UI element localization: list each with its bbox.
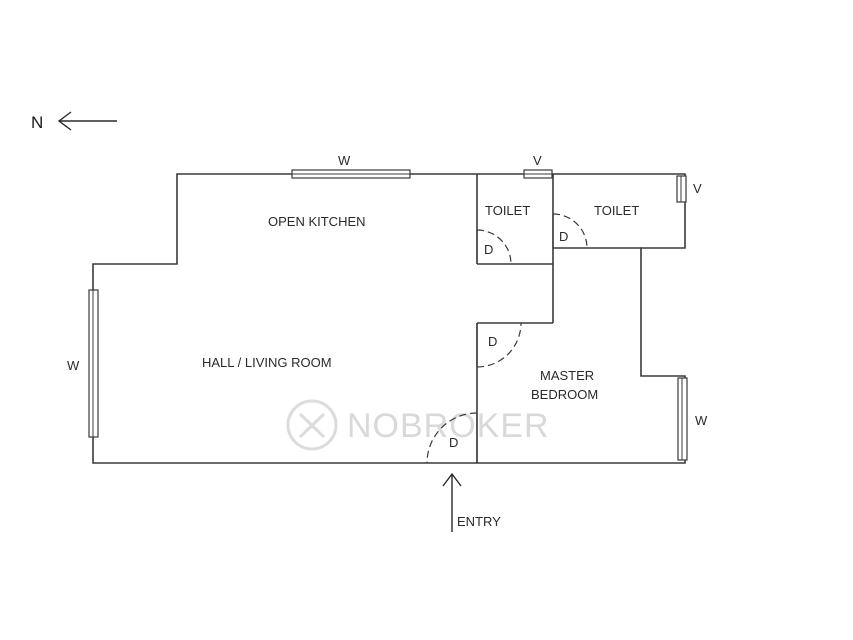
north-letter: N	[31, 113, 43, 132]
room-label-master-line1: MASTER	[540, 368, 594, 383]
door-main-label: D	[449, 435, 458, 450]
room-label-open-kitchen: OPEN KITCHEN	[268, 214, 366, 229]
window-top: W	[291, 153, 411, 179]
entry-arrow-icon	[442, 472, 462, 532]
room-label-master-line2: BEDROOM	[531, 387, 598, 402]
door-toilet-1-label: D	[484, 242, 493, 257]
door-main: D	[426, 412, 478, 464]
room-label-hall-living: HALL / LIVING ROOM	[202, 355, 332, 370]
watermark-logo-icon	[286, 399, 338, 451]
window-right: W	[677, 377, 708, 461]
ventilator-right: V	[676, 175, 702, 203]
window-top-label: W	[338, 153, 351, 168]
watermark-text: NOBROKER	[347, 407, 550, 445]
door-bedroom: D	[476, 322, 522, 368]
door-bedroom-label: D	[488, 334, 497, 349]
door-toilet-2-label: D	[559, 229, 568, 244]
ventilator-top-label: V	[533, 153, 542, 168]
room-label-toilet-2: TOILET	[594, 203, 639, 218]
room-label-toilet-1: TOILET	[485, 203, 530, 218]
entry-label: ENTRY	[457, 514, 501, 529]
door-toilet-2: D	[552, 213, 588, 249]
window-left-label: W	[67, 358, 80, 373]
watermark: NOBROKER	[286, 399, 550, 451]
ventilator-right-label: V	[693, 181, 702, 196]
north-arrow-icon	[57, 111, 117, 131]
entry-marker: ENTRY	[442, 472, 501, 532]
door-toilet-1: D	[476, 229, 512, 265]
watermark-logo-mark	[298, 412, 326, 439]
north-indicator: N	[31, 111, 117, 132]
ventilator-top: V	[523, 153, 553, 179]
window-right-label: W	[695, 413, 708, 428]
window-left: W	[67, 289, 99, 438]
